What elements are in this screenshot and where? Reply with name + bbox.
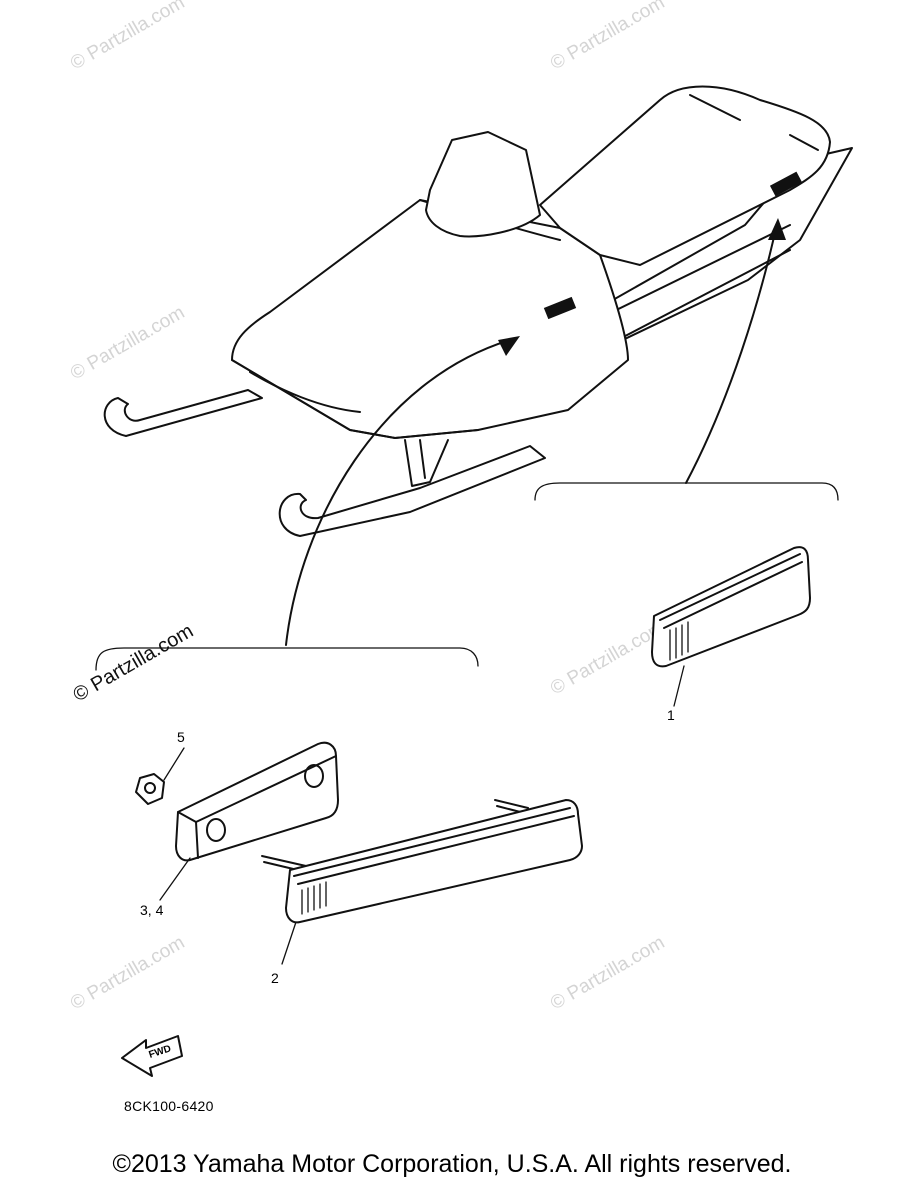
callout-part-1: 1 [667,707,675,723]
watermark: © Partzilla.com [547,617,668,699]
part-5-nut [135,773,165,805]
fwd-arrow-icon: FWD [121,1035,183,1077]
part-2-front-reflector [261,799,583,924]
group-brackets [95,482,839,671]
watermark: © Partzilla.com [67,0,188,74]
callout-part-2: 2 [271,970,279,986]
watermark-dark: © Partzilla.com [70,620,198,706]
watermark: © Partzilla.com [67,302,188,384]
watermark: © Partzilla.com [547,932,668,1014]
watermark: © Partzilla.com [67,932,188,1014]
part-3-4-mounting-plate [175,741,339,862]
part-1-rear-reflector [651,546,811,668]
reflector-decal-rear [769,171,803,197]
snowmobile-illustration [103,85,853,537]
diagram-code: 8CK100-6420 [124,1098,214,1114]
leader-lines [159,665,685,965]
watermark: © Partzilla.com [547,0,668,74]
reflector-decal-front [543,296,577,320]
copyright-notice: ©2013 Yamaha Motor Corporation, U.S.A. A… [112,1150,792,1178]
callout-part-3-4: 3, 4 [140,902,164,918]
location-arrows [285,218,786,646]
callout-part-5: 5 [177,729,185,745]
